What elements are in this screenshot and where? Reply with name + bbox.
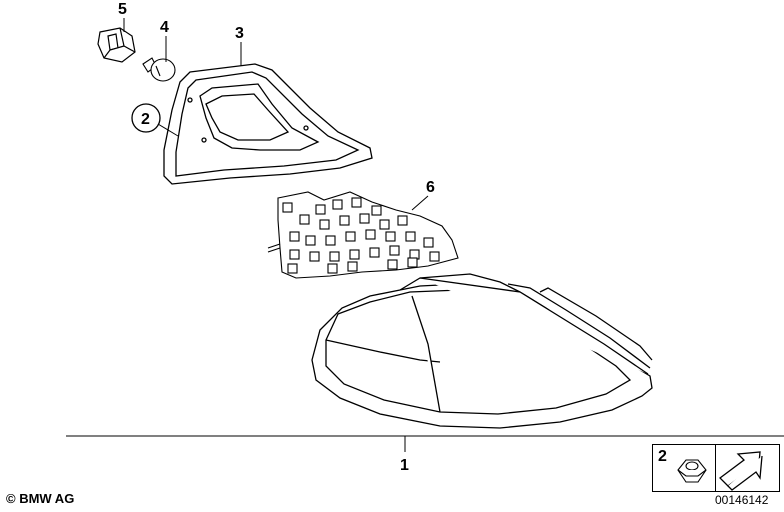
inset-callout-2: 2: [658, 448, 667, 465]
bulb-part[interactable]: [142, 57, 176, 82]
callout-2-circle: [131, 103, 161, 133]
arrow-icon: [719, 451, 763, 491]
bulb-carrier-plate-part[interactable]: [163, 63, 373, 185]
tail-light-housing-part[interactable]: [311, 273, 653, 429]
callout-5: 5: [118, 1, 127, 18]
callout-2: 2: [141, 111, 150, 128]
inset-left-panel: 2: [653, 445, 716, 491]
copyright-text: © BMW AG: [6, 491, 75, 506]
inset-box: 2: [652, 444, 780, 492]
nut-part[interactable]: [677, 459, 707, 483]
bulb-socket-part[interactable]: [97, 27, 136, 63]
callout-1: 1: [400, 457, 409, 474]
callout-3: 3: [235, 25, 244, 42]
leader-6: [411, 195, 429, 211]
callout-6: 6: [426, 179, 435, 196]
led-circuit-board-part[interactable]: [267, 191, 459, 279]
leader-2: [157, 123, 179, 137]
led-chips: [282, 197, 440, 274]
callout-4: 4: [160, 19, 169, 36]
diagram-id: 00146142: [715, 493, 769, 507]
